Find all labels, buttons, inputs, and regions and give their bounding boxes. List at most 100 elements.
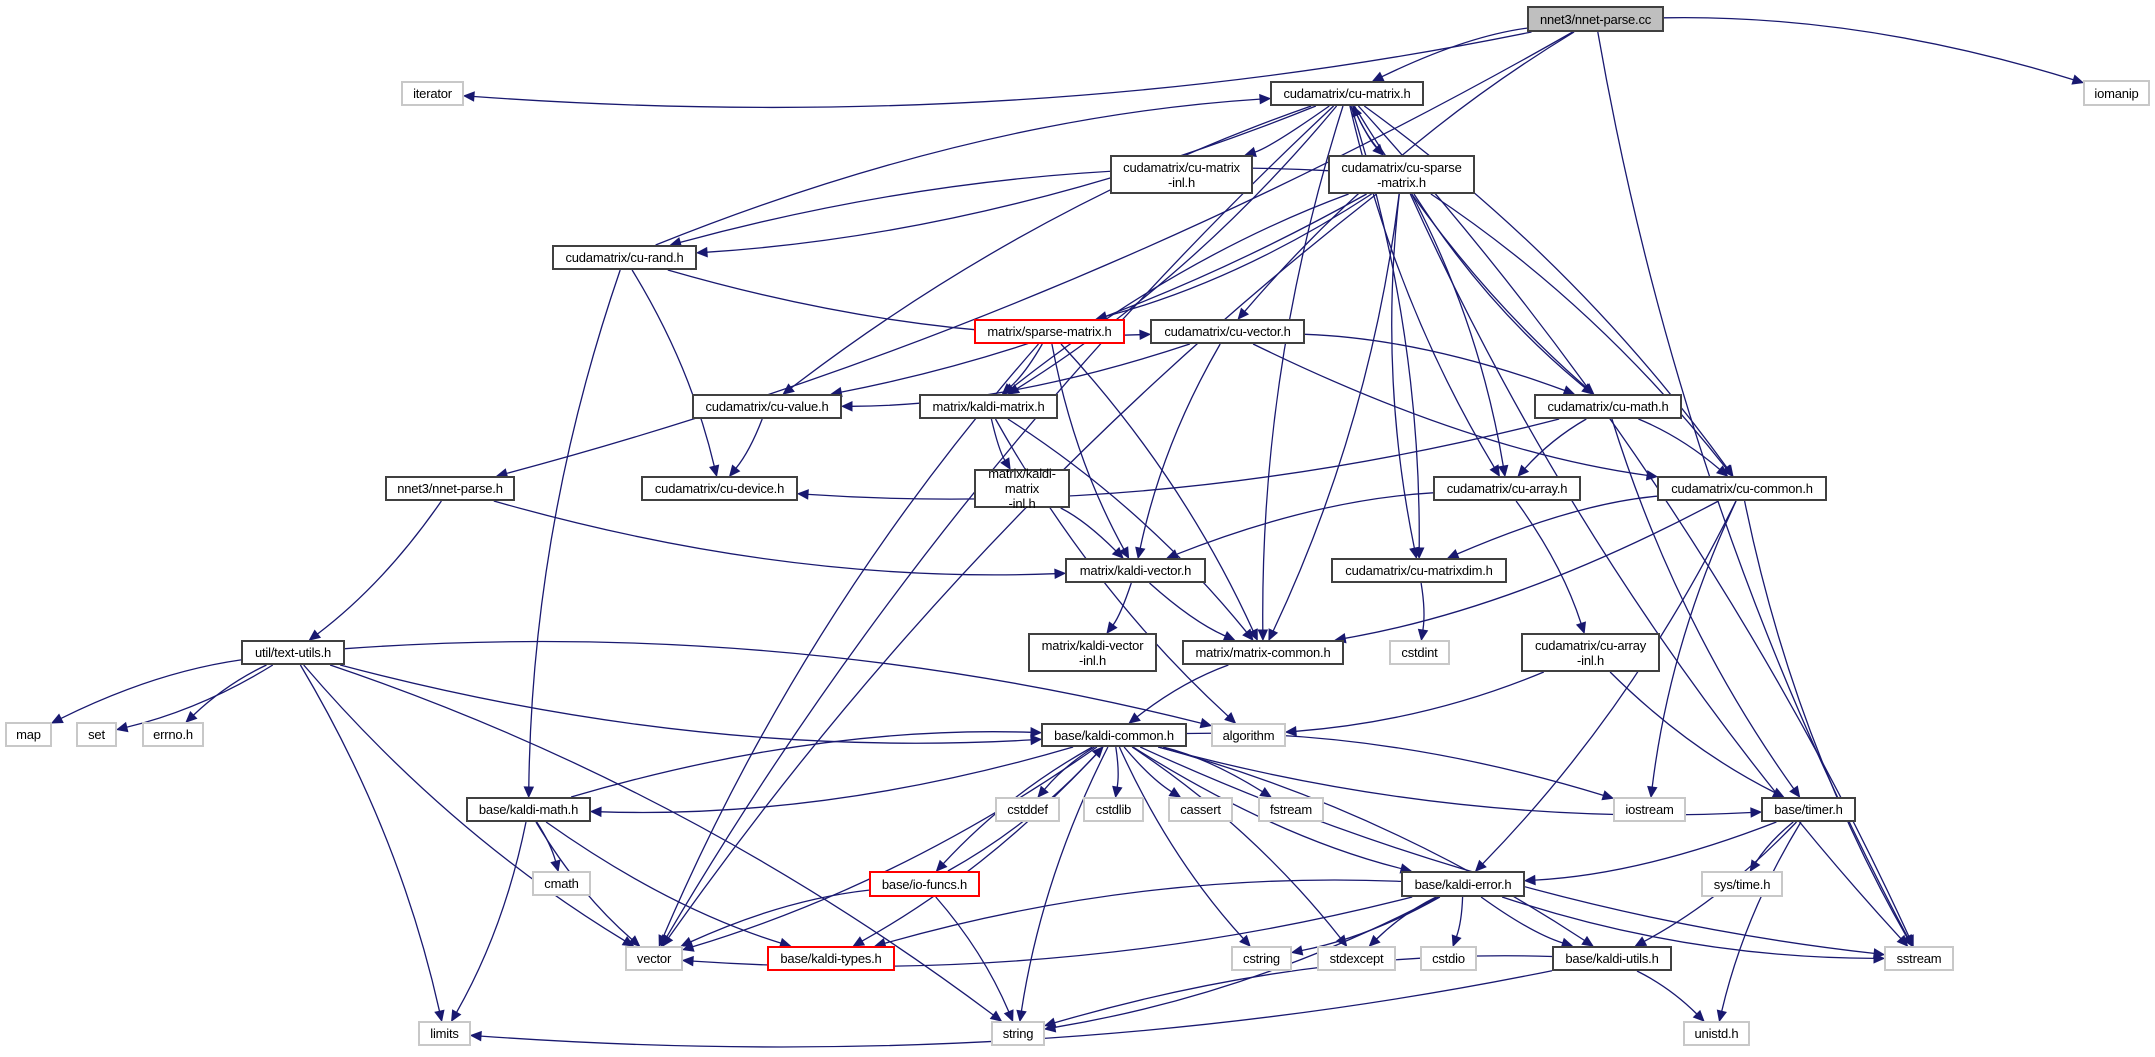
edge-cu-rand-to-cu-device — [631, 269, 715, 467]
edge-cu-vector-to-cu-math — [1304, 333, 1565, 392]
edge-nnet-parse-cc-to-cu-matrix — [1381, 27, 1528, 78]
edge-io-funcs-to-vector — [690, 889, 870, 943]
edge-cu-matrix-to-cu-rand — [706, 105, 1317, 253]
arrowhead-icon — [1771, 787, 1785, 798]
node-stdexcept: stdexcept — [1317, 946, 1396, 971]
edge-cu-math-to-timer — [1611, 418, 1795, 790]
arrowhead-icon — [1239, 934, 1251, 947]
node-sparse-matrix[interactable]: matrix/sparse-matrix.h — [974, 319, 1125, 344]
node-sys-time: sys/time.h — [1701, 871, 1783, 897]
node-kaldi-types[interactable]: base/kaldi-types.h — [767, 946, 895, 971]
edge-cu-rand-to-kaldi-math — [528, 269, 621, 788]
node-timer[interactable]: base/timer.h — [1761, 797, 1856, 822]
edge-kaldi-error-to-sstream — [1501, 896, 1875, 960]
arrowhead-icon — [1043, 1017, 1057, 1028]
edge-timer-to-kaldi-error — [1534, 821, 1777, 881]
node-cu-array[interactable]: cudamatrix/cu-array.h — [1433, 476, 1581, 501]
arrowhead-icon — [185, 711, 198, 723]
node-nnet-parse-h[interactable]: nnet3/nnet-parse.h — [385, 476, 515, 501]
edge-io-funcs-to-string — [935, 896, 1010, 1013]
node-io-funcs[interactable]: base/io-funcs.h — [869, 871, 980, 897]
edge-cu-sparse-matrix-to-cu-value — [841, 193, 1367, 393]
edge-kaldi-math-to-limits — [456, 821, 527, 1013]
node-cmath: cmath — [532, 871, 591, 896]
arrowhead-icon — [1248, 628, 1258, 642]
edge-sparse-matrix-to-vector — [662, 343, 1039, 938]
arrowhead-icon — [1692, 1009, 1705, 1022]
node-cu-matrix-inl[interactable]: cudamatrix/cu-matrix -inl.h — [1110, 155, 1253, 194]
node-kaldi-vector-inl[interactable]: matrix/kaldi-vector -inl.h — [1028, 633, 1157, 672]
edge-cu-vector-to-kaldi-vector — [1139, 343, 1221, 549]
node-set: set — [76, 722, 117, 747]
node-nnet-parse-cc[interactable]: nnet3/nnet-parse.cc — [1527, 6, 1664, 32]
node-kaldi-vector[interactable]: matrix/kaldi-vector.h — [1065, 558, 1206, 583]
arrowhead-icon — [1902, 934, 1913, 948]
node-text-utils[interactable]: util/text-utils.h — [241, 640, 345, 665]
arrowhead-icon — [1581, 935, 1594, 947]
edge-kaldi-matrix-to-matrix-common — [1007, 418, 1248, 633]
edge-kaldi-math-to-kaldi-types — [545, 821, 782, 944]
node-iterator: iterator — [401, 81, 464, 106]
arrowhead-icon — [1647, 785, 1658, 799]
node-cu-rand[interactable]: cudamatrix/cu-rand.h — [552, 245, 697, 270]
arrowhead-icon — [658, 934, 669, 948]
edge-kaldi-common-to-string — [1020, 746, 1109, 1012]
node-cu-vector[interactable]: cudamatrix/cu-vector.h — [1150, 319, 1305, 344]
node-matrix-common[interactable]: matrix/matrix-common.h — [1182, 640, 1344, 665]
arrowhead-icon — [695, 246, 708, 258]
arrowhead-icon — [1601, 790, 1615, 801]
node-cu-value[interactable]: cudamatrix/cu-value.h — [692, 394, 842, 419]
arrowhead-icon — [1111, 546, 1124, 559]
edge-cu-common-to-kaldi-error — [1482, 500, 1737, 865]
node-cu-matrixdim[interactable]: cudamatrix/cu-matrixdim.h — [1331, 558, 1507, 583]
node-fstream: fstream — [1258, 797, 1324, 822]
node-kaldi-common[interactable]: base/kaldi-common.h — [1041, 723, 1187, 747]
edge-cu-math-to-cu-device — [807, 418, 1560, 500]
node-limits: limits — [418, 1021, 471, 1046]
node-cu-array-inl[interactable]: cudamatrix/cu-array -inl.h — [1521, 633, 1660, 672]
edge-text-utils-to-kaldi-common — [340, 664, 1032, 744]
node-vector: vector — [625, 946, 683, 971]
arrowhead-icon — [1368, 934, 1381, 947]
node-unistd: unistd.h — [1683, 1021, 1750, 1046]
arrowhead-icon — [796, 489, 809, 500]
edge-kaldi-common-to-cassert — [1123, 746, 1173, 793]
node-algorithm: algorithm — [1211, 723, 1286, 747]
arrowhead-icon — [1409, 546, 1420, 560]
node-kaldi-error[interactable]: base/kaldi-error.h — [1401, 871, 1525, 897]
edge-text-utils-to-map — [60, 659, 242, 719]
arrowhead-icon — [1523, 874, 1536, 886]
node-cstdio: cstdio — [1420, 946, 1477, 971]
arrowhead-icon — [852, 936, 866, 947]
edge-kaldi-math-to-kaldi-common — [570, 731, 1032, 798]
arrowhead-icon — [550, 859, 561, 873]
arrowhead-icon — [681, 955, 694, 967]
node-map: map — [5, 722, 52, 747]
edge-kaldi-vector-to-kaldi-vector-inl — [1112, 582, 1132, 626]
arrowhead-icon — [1237, 307, 1250, 320]
arrowhead-icon — [1135, 546, 1146, 560]
arrowhead-icon — [1517, 464, 1530, 477]
arrowhead-icon — [1371, 71, 1385, 82]
arrowhead-icon — [1242, 628, 1254, 641]
node-cu-device[interactable]: cudamatrix/cu-device.h — [641, 476, 798, 501]
edge-cu-rand-to-cu-matrix — [655, 98, 1261, 246]
node-kaldi-math[interactable]: base/kaldi-math.h — [466, 797, 591, 822]
node-kaldi-matrix[interactable]: matrix/kaldi-matrix.h — [919, 394, 1058, 419]
arrowhead-icon — [462, 91, 475, 102]
arrowhead-icon — [1417, 628, 1429, 642]
node-cu-sparse-matrix[interactable]: cudamatrix/cu-sparse -matrix.h — [1328, 155, 1475, 194]
arrowhead-icon — [782, 383, 795, 395]
node-cu-matrix[interactable]: cudamatrix/cu-matrix.h — [1270, 81, 1424, 106]
arrowhead-icon — [1716, 1009, 1727, 1023]
node-kaldi-matrix-inl[interactable]: matrix/kaldi-matrix -inl.h — [974, 466, 1070, 511]
node-cu-math[interactable]: cudamatrix/cu-math.h — [1534, 394, 1682, 419]
node-kaldi-utils[interactable]: base/kaldi-utils.h — [1552, 946, 1672, 971]
arrowhead-icon — [469, 1030, 482, 1042]
node-cu-common[interactable]: cudamatrix/cu-common.h — [1657, 476, 1827, 501]
arrowhead-icon — [1268, 628, 1279, 642]
edge-cu-math-to-cu-common — [1638, 418, 1721, 470]
edge-cu-array-inl-to-algorithm — [1295, 671, 1545, 732]
edge-kaldi-error-to-cstdio — [1455, 896, 1464, 937]
